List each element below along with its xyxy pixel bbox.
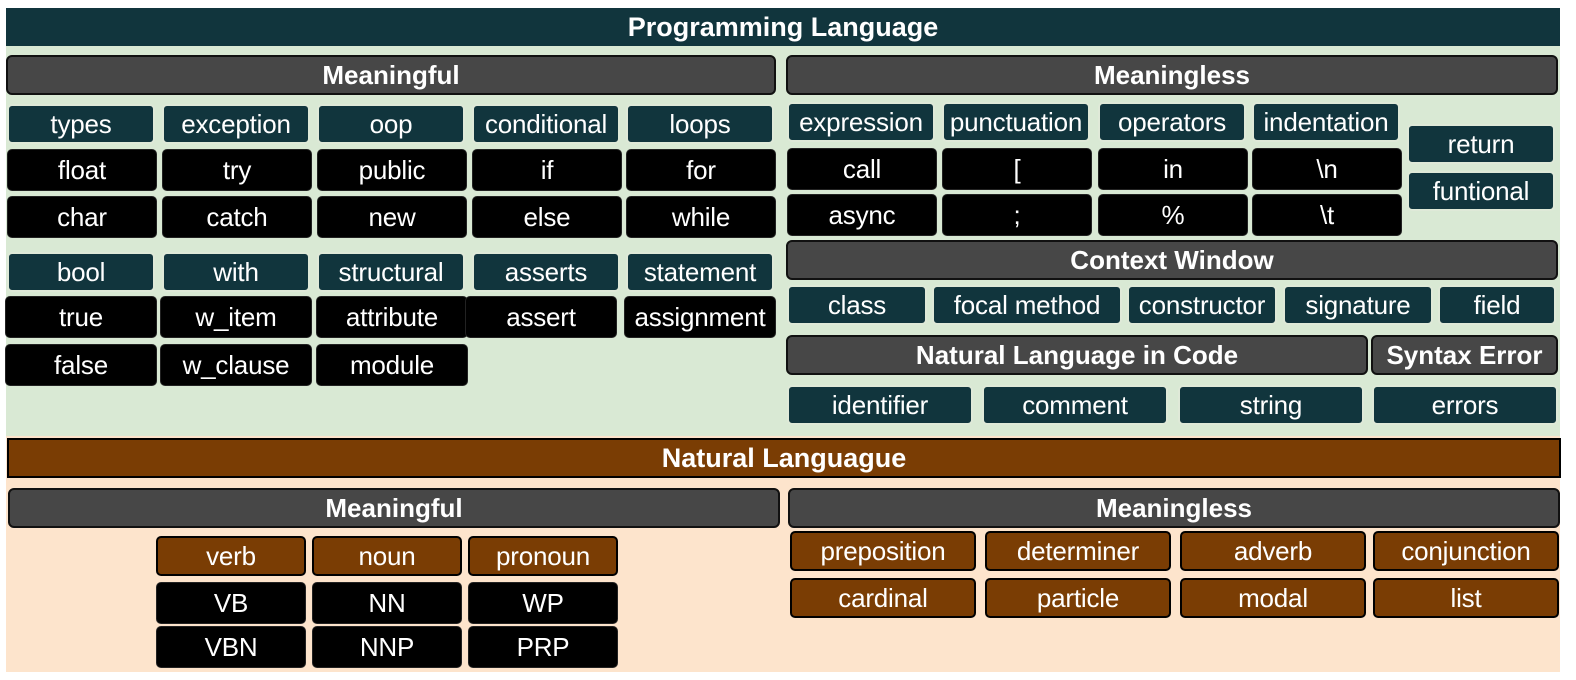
category-box: preposition	[790, 531, 976, 571]
category-box: conjunction	[1373, 531, 1559, 571]
context-item-box: class	[787, 285, 927, 325]
token-box: module	[316, 344, 468, 386]
context-item-box: focal method	[932, 285, 1122, 325]
pl-meaningful-header: Meaningful	[6, 55, 776, 95]
token-box: else	[472, 196, 622, 238]
category-box: structural	[317, 252, 465, 292]
category-box: bool	[7, 252, 155, 292]
syntax-error-box: errors	[1372, 385, 1558, 425]
category-box: determiner	[985, 531, 1171, 571]
token-box: if	[472, 149, 622, 191]
pl-meaningless-header: Meaningless	[786, 55, 1558, 95]
token-box: NN	[312, 582, 462, 624]
category-box: list	[1373, 578, 1559, 618]
token-box: WP	[468, 582, 618, 624]
context-item-box: signature	[1283, 285, 1433, 325]
token-box: attribute	[316, 296, 468, 338]
context-item-box: field	[1438, 285, 1556, 325]
nl-in-code-header: Natural Language in Code	[786, 335, 1368, 375]
token-box: false	[5, 344, 157, 386]
nl-meaningful-header: Meaningful	[8, 488, 780, 528]
category-box: operators	[1098, 102, 1246, 142]
token-box: for	[626, 149, 776, 191]
nl-in-code-box: comment	[982, 385, 1168, 425]
token-box: \t	[1252, 194, 1402, 236]
token-box: async	[787, 194, 937, 236]
programming-language-header: Programming Language	[6, 8, 1560, 46]
context-item-box: constructor	[1127, 285, 1277, 325]
token-box: assert	[465, 296, 617, 338]
token-box: assignment	[624, 296, 776, 338]
category-box: types	[7, 104, 155, 144]
category-box: statement	[626, 252, 774, 292]
category-box: modal	[1180, 578, 1366, 618]
token-box: w_item	[160, 296, 312, 338]
token-box: ;	[942, 194, 1092, 236]
token-box: public	[317, 149, 467, 191]
category-box: loops	[626, 104, 774, 144]
category-box: exception	[162, 104, 310, 144]
token-box: VB	[156, 582, 306, 624]
token-box: catch	[162, 196, 312, 238]
token-box: try	[162, 149, 312, 191]
natural-language-header: Natural Languague	[7, 438, 1561, 478]
category-box: cardinal	[790, 578, 976, 618]
token-box: new	[317, 196, 467, 238]
token-box: [	[942, 148, 1092, 190]
token-box: %	[1098, 194, 1248, 236]
category-box: pronoun	[468, 536, 618, 576]
nl-in-code-box: identifier	[787, 385, 973, 425]
category-box: verb	[156, 536, 306, 576]
nl-in-code-box: string	[1178, 385, 1364, 425]
category-box: oop	[317, 104, 465, 144]
token-box: true	[5, 296, 157, 338]
category-box: particle	[985, 578, 1171, 618]
category-box: indentation	[1252, 102, 1400, 142]
token-box: in	[1098, 148, 1248, 190]
category-box: conditional	[472, 104, 620, 144]
token-box: NNP	[312, 626, 462, 668]
category-box: asserts	[472, 252, 620, 292]
category-box: with	[162, 252, 310, 292]
token-box: char	[7, 196, 157, 238]
category-box: expression	[787, 102, 935, 142]
token-box: PRP	[468, 626, 618, 668]
category-box: punctuation	[942, 102, 1090, 142]
token-box: float	[7, 149, 157, 191]
category-box: return	[1407, 124, 1555, 164]
syntax-error-header: Syntax Error	[1371, 335, 1558, 375]
category-box: adverb	[1180, 531, 1366, 571]
token-box: while	[626, 196, 776, 238]
token-box: w_clause	[160, 344, 312, 386]
category-box: noun	[312, 536, 462, 576]
nl-meaningless-header: Meaningless	[788, 488, 1560, 528]
token-box: call	[787, 148, 937, 190]
token-box: \n	[1252, 148, 1402, 190]
category-box: funtional	[1407, 171, 1555, 211]
context-window-header: Context Window	[786, 240, 1558, 280]
token-box: VBN	[156, 626, 306, 668]
